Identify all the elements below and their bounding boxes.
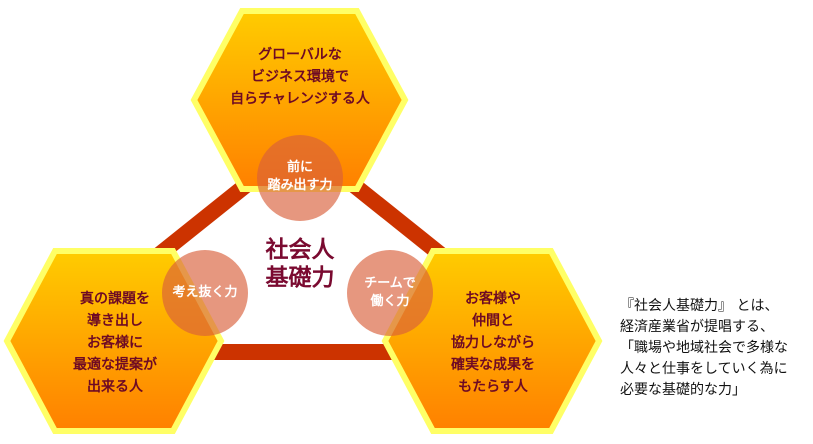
- hexagon-right-text: お客様や 仲間と 協力しながら 確実な成果を もたらす人: [418, 288, 568, 398]
- text-line: お客様や: [465, 291, 521, 307]
- hexagon-left-text: 真の課題を 導き出し お客様に 最適な提案が 出来る人: [40, 288, 190, 398]
- text-line: チームで: [364, 276, 416, 291]
- hexagon-top-text: グローバルな ビジネス環境で 自らチャレンジする人: [200, 44, 400, 110]
- text-line: 経済産業省が提唱する、: [620, 319, 774, 335]
- text-line: 導き出し: [87, 313, 143, 329]
- text-line: 真の課題を: [80, 291, 150, 307]
- text-line: 前に: [286, 160, 313, 175]
- text-line: 確実な成果を: [451, 357, 535, 373]
- text-line: 踏み出す力: [267, 178, 333, 193]
- text-line: 出来る人: [87, 379, 143, 395]
- circle-top-label: 前に 踏み出す力: [250, 159, 350, 195]
- circle-left: [162, 250, 248, 336]
- text-line: 働く力: [370, 294, 410, 309]
- text-line: ビジネス環境で: [251, 69, 349, 85]
- circle-right-label: チームで 働く力: [340, 275, 440, 311]
- text-line: 必要な基礎的な力」: [620, 382, 746, 398]
- text-line: 最適な提案が: [73, 357, 157, 373]
- text-line: 考え抜く力: [172, 285, 238, 300]
- text-line: お客様に: [87, 335, 143, 351]
- circle-left-label: 考え抜く力: [155, 284, 255, 302]
- text-line: 「職場や地域社会で多様な: [620, 340, 788, 356]
- hexagon-top: [190, 8, 409, 192]
- circle-top: [257, 135, 343, 221]
- text-line: 自らチャレンジする人: [230, 91, 370, 107]
- text-line: 仲間と: [472, 313, 514, 329]
- center-title-line: 基礎力: [265, 265, 335, 291]
- text-line: 人々と仕事をしていく為に: [620, 361, 788, 377]
- text-line: もたらす人: [458, 379, 528, 395]
- text-line: 協力しながら: [451, 335, 535, 351]
- center-title-line: 社会人: [265, 237, 335, 263]
- definition-note: 『社会人基礎力』 とは、 経済産業省が提唱する、 「職場や地域社会で多様な 人々…: [620, 296, 788, 401]
- text-line: グローバルな: [258, 47, 342, 63]
- hexagon-right: [381, 248, 603, 434]
- circle-right: [347, 250, 433, 336]
- center-title: 社会人 基礎力: [248, 236, 352, 292]
- text-line: 『社会人基礎力』 とは、: [620, 298, 779, 314]
